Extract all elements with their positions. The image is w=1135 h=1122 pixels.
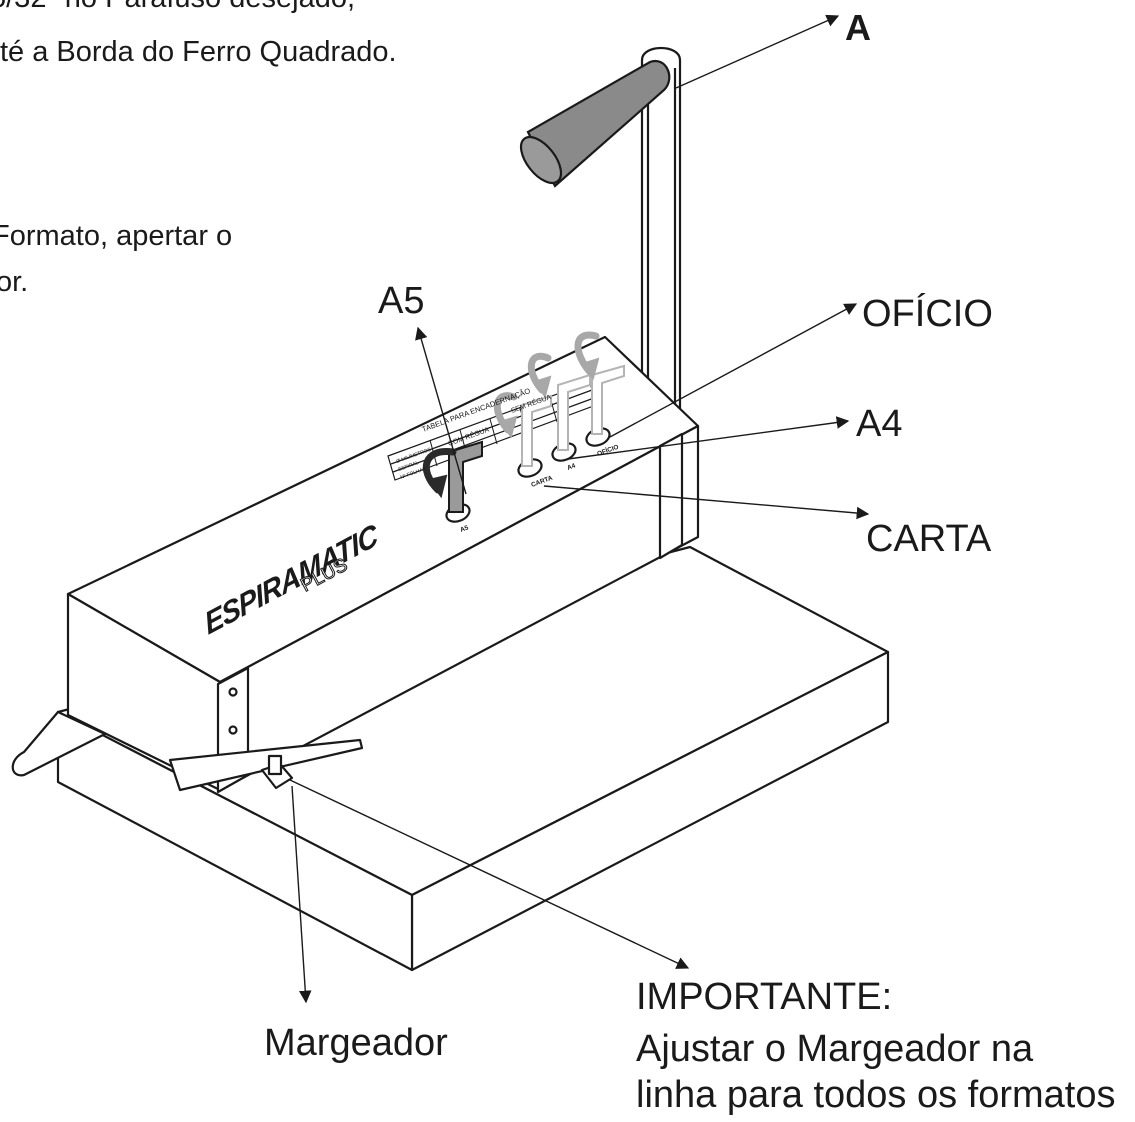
callout-a: A [845,7,871,48]
callout-a4: A4 [856,403,903,445]
handle-grip [519,59,671,188]
intro-text-line-2: té a Borda do Ferro Quadrado. [0,36,397,68]
leader-a [675,14,840,89]
intro-text-line-1: 6/32" no Parafuso desejado, [0,0,355,13]
leader-oficio [609,303,858,438]
leader-lines [289,14,870,1004]
callout-importante-title: IMPORTANTE: [636,976,893,1018]
intro-text-line-3: Formato, apertar o [0,220,233,252]
rotation-arrows [422,331,600,499]
callout-oficio: OFÍCIO [862,293,993,335]
callout-margeador: Margeador [264,1022,448,1064]
callout-importante-line-1: Ajustar o Margeador na [636,1028,1034,1070]
base-plate [56,545,890,972]
hole-label-a5: A5 [459,524,470,534]
callout-importante-line-2: linha para todos os formatos [636,1074,1116,1116]
hex-keys-light [521,364,625,467]
leader-carta [543,485,870,520]
callout-carta: CARTA [866,518,992,560]
leader-a5 [415,326,467,495]
leader-importante [289,779,690,969]
side-lever [11,710,364,792]
callout-a5: A5 [378,280,425,322]
hole-label-a4: A4 [566,462,577,472]
intro-text-line-4: or. [0,266,29,298]
leader-margeador [291,785,312,1004]
leader-a4 [567,416,850,460]
handle-post [640,47,682,432]
